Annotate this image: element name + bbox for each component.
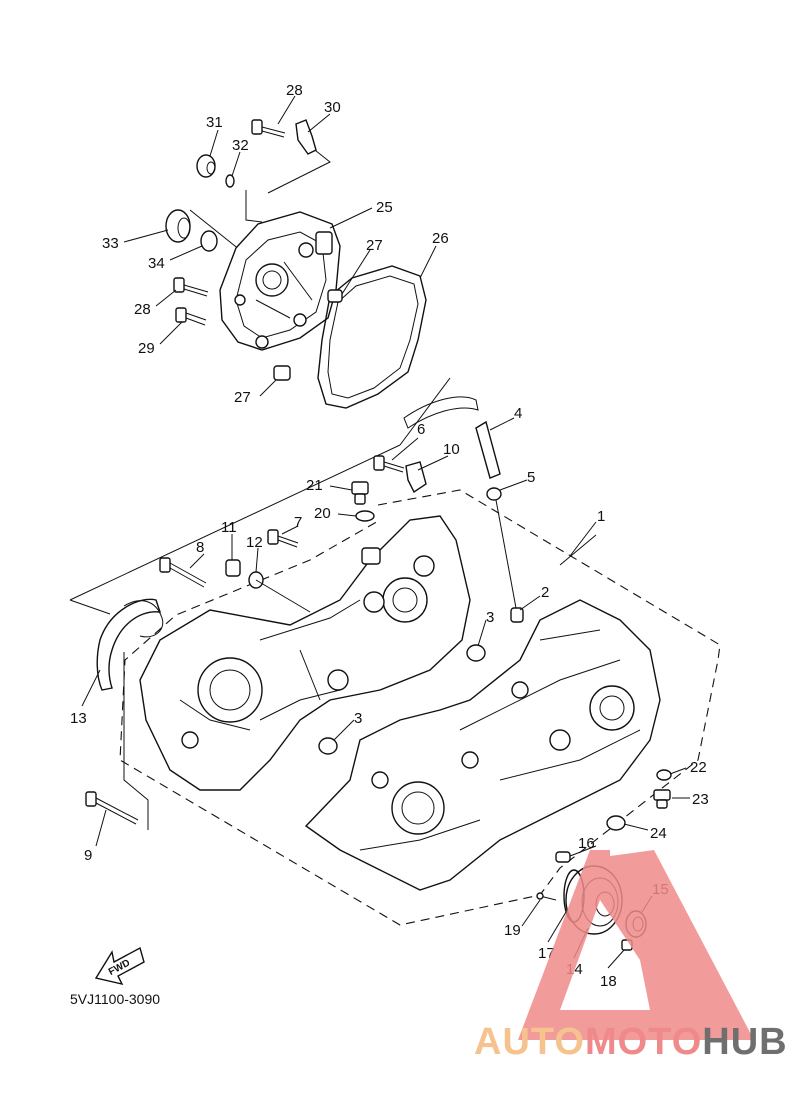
o-ring-32	[225, 174, 235, 188]
part-label-18: 18	[600, 973, 617, 990]
watermark-hub: HUB	[702, 1021, 787, 1063]
seal-24	[606, 815, 626, 831]
pin-16	[555, 851, 571, 863]
bolt-28-upper	[251, 119, 286, 138]
part-label-23: 23	[692, 791, 709, 808]
part-label-33: 33	[102, 235, 119, 252]
part-label-1: 1	[597, 508, 605, 525]
crankcase-cover	[219, 211, 341, 351]
part-label-11: 11	[221, 519, 237, 536]
part-label-9: 9	[84, 847, 92, 864]
watermark-auto: AUTO	[474, 1021, 585, 1063]
bolt-9	[85, 791, 139, 825]
part-label-16: 16	[578, 835, 595, 852]
part-label-13: 13	[70, 710, 87, 727]
part-label-10: 10	[443, 441, 460, 458]
part-label-3-lower: 3	[354, 710, 362, 727]
part-label-30: 30	[324, 99, 341, 116]
hose-clamp-30	[295, 119, 317, 155]
group-outline-line	[69, 444, 401, 601]
plug-33	[165, 209, 191, 243]
part-label-21: 21	[306, 477, 323, 494]
o-ring-34	[200, 230, 218, 252]
part-label-8: 8	[196, 539, 204, 556]
dowel-3-lower	[318, 737, 338, 755]
plate-13	[96, 598, 162, 691]
part-label-19: 19	[504, 922, 521, 939]
part-label-12: 12	[246, 534, 263, 551]
automotohub-watermark: AUTOMOTOHUB	[474, 850, 788, 1063]
dowel-pin-upper	[327, 289, 343, 303]
part-label-7: 7	[294, 514, 302, 531]
part-label-6: 6	[417, 421, 425, 438]
watermark-text: AUTOMOTOHUB	[474, 1021, 788, 1063]
crankcase-cover-group	[69, 119, 451, 615]
part-label-2: 2	[541, 584, 549, 601]
bolt-6	[373, 455, 405, 473]
watermark-triangle-logo	[518, 850, 754, 1040]
part-label-26: 26	[432, 230, 449, 247]
bolt-28-lower	[173, 277, 209, 297]
part-label-32: 32	[232, 137, 249, 154]
part-label-24: 24	[650, 825, 667, 842]
dowel-pin-lower	[273, 365, 291, 381]
breather-hose	[475, 420, 501, 479]
fwd-direction-arrow: FWD	[94, 946, 145, 986]
diagram-code: 5VJ1100-3090	[70, 991, 160, 1007]
bolt-7	[267, 529, 299, 548]
cover-gasket	[317, 265, 427, 409]
hose-clip-5	[486, 487, 502, 501]
seal-11	[225, 559, 241, 577]
clamp-10	[405, 461, 427, 494]
oil-seal-31	[196, 154, 216, 178]
leader-lines	[81, 95, 690, 969]
part-label-4: 4	[514, 405, 522, 422]
part-label-22: 22	[690, 759, 707, 776]
crankcase-left-half	[139, 515, 471, 791]
part-label-27-upper: 27	[366, 237, 383, 254]
seal-12	[248, 571, 264, 589]
part-label-28-upper: 28	[286, 82, 303, 99]
part-label-27-lower: 27	[234, 389, 251, 406]
dowel-3-upper	[466, 644, 486, 662]
part-label-3-upper: 3	[486, 609, 494, 626]
breather-nipple	[510, 607, 524, 623]
part-label-34: 34	[148, 255, 165, 272]
washer-20	[355, 510, 375, 522]
part-label-20: 20	[314, 505, 331, 522]
bolt-29	[175, 307, 207, 326]
crankcase-main-group	[85, 396, 721, 951]
part-label-25: 25	[376, 199, 393, 216]
bolt-8	[159, 557, 207, 588]
part-label-5: 5	[527, 469, 535, 486]
part-label-28-lower: 28	[134, 301, 151, 318]
plug-23	[653, 789, 671, 809]
watermark-moto: MOTO	[585, 1021, 702, 1063]
part-label-31: 31	[206, 114, 223, 131]
plug-21	[351, 481, 369, 505]
part-label-29: 29	[138, 340, 155, 357]
washer-22	[656, 769, 672, 781]
part-labels: 1 2 3 3 4 5 6 7 8 9 10 11 12 13 14 15 16…	[70, 82, 709, 990]
crankcase-right-half	[304, 599, 661, 891]
